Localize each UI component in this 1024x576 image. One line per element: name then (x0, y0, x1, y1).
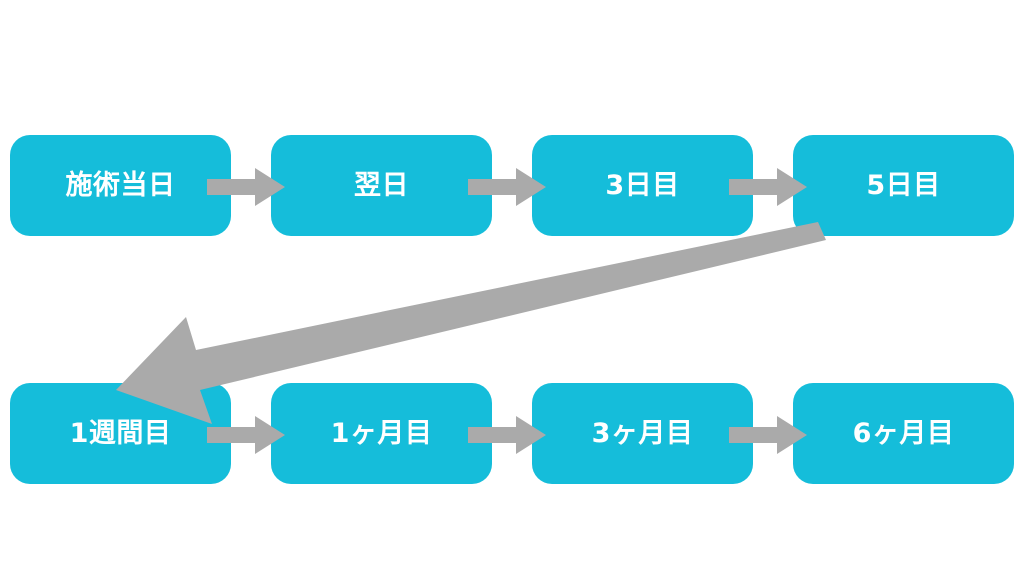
timeline-node-label: 3ヶ月目 (591, 418, 694, 449)
timeline-node-4[interactable]: 5日目 (793, 135, 1014, 236)
timeline-node-8[interactable]: 6ヶ月目 (793, 383, 1014, 484)
timeline-node-2[interactable]: 翌日 (271, 135, 492, 236)
timeline-node-5[interactable]: 1週間目 (10, 383, 231, 484)
timeline-node-label: 1週間目 (69, 418, 172, 449)
timeline-node-label: 5日目 (866, 170, 941, 201)
timeline-node-label: 1ヶ月目 (330, 418, 433, 449)
timeline-node-3[interactable]: 3日目 (532, 135, 753, 236)
timeline-node-7[interactable]: 3ヶ月目 (532, 383, 753, 484)
timeline-node-1[interactable]: 施術当日 (10, 135, 231, 236)
timeline-node-6[interactable]: 1ヶ月目 (271, 383, 492, 484)
timeline-node-label: 6ヶ月目 (852, 418, 955, 449)
timeline-node-label: 翌日 (354, 170, 409, 201)
timeline-node-label: 施術当日 (65, 170, 176, 201)
timeline-node-label: 3日目 (605, 170, 680, 201)
